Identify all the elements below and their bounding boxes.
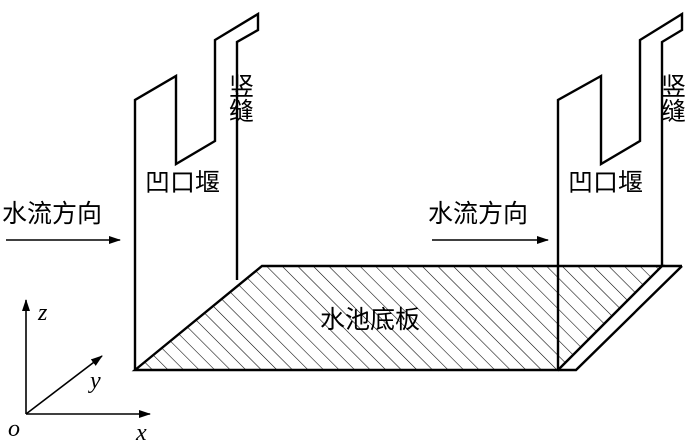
label-floor: 水池底板 [320,305,420,334]
right-wall-extension [558,265,683,372]
axis-label-x: x [135,420,147,444]
axis-label-y: y [88,368,101,394]
left-weir-wall [133,11,260,370]
axis-label-origin: o [8,416,20,442]
label-joint-right: 竖缝 [658,73,687,123]
label-flow-right: 水流方向 [428,199,528,228]
axis-label-z: z [37,300,48,326]
label-weir-right: 凹口堰 [568,168,643,197]
y-axis [25,355,103,415]
label-flow-left: 水流方向 [2,199,102,228]
label-joint-left: 竖缝 [226,73,255,123]
label-weir-left: 凹口堰 [145,168,220,197]
right-weir-wall [556,11,684,370]
